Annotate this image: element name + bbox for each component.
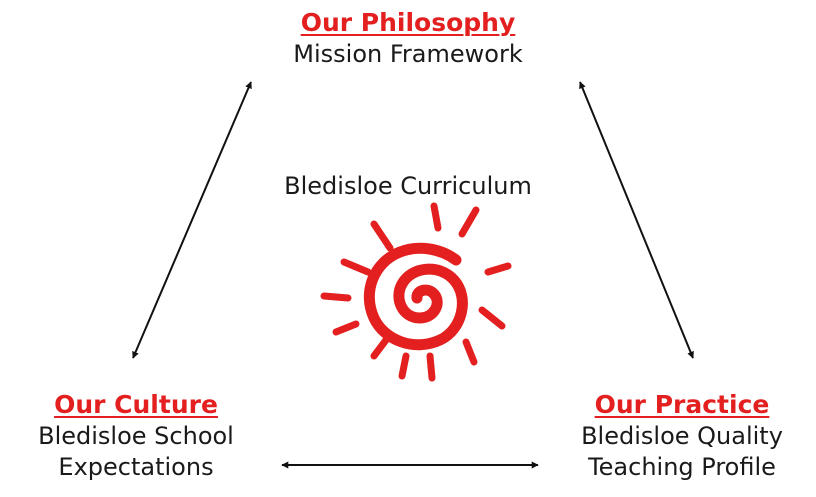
node-our-practice: Our Practice Bledisloe Quality Teaching … [548,389,816,483]
arrow-philosophy-practice [579,81,694,359]
text-culture-line2: Expectations [58,453,214,481]
text-culture-line1: Bledisloe School [38,422,234,450]
center-title: Bledisloe Curriculum [284,172,532,200]
text-mission-framework: Mission Framework [293,40,523,68]
text-practice-line1: Bledisloe Quality [581,422,783,450]
red-spiral-sun-icon [320,202,512,382]
node-our-philosophy: Our Philosophy Mission Framework [258,7,558,70]
node-our-culture: Our Culture Bledisloe School Expectation… [0,389,272,483]
heading-our-culture: Our Culture [54,390,218,419]
text-practice-line2: Teaching Profile [588,453,776,481]
heading-our-practice: Our Practice [594,390,770,419]
heading-our-philosophy: Our Philosophy [300,8,516,37]
arrow-philosophy-culture [132,81,252,359]
